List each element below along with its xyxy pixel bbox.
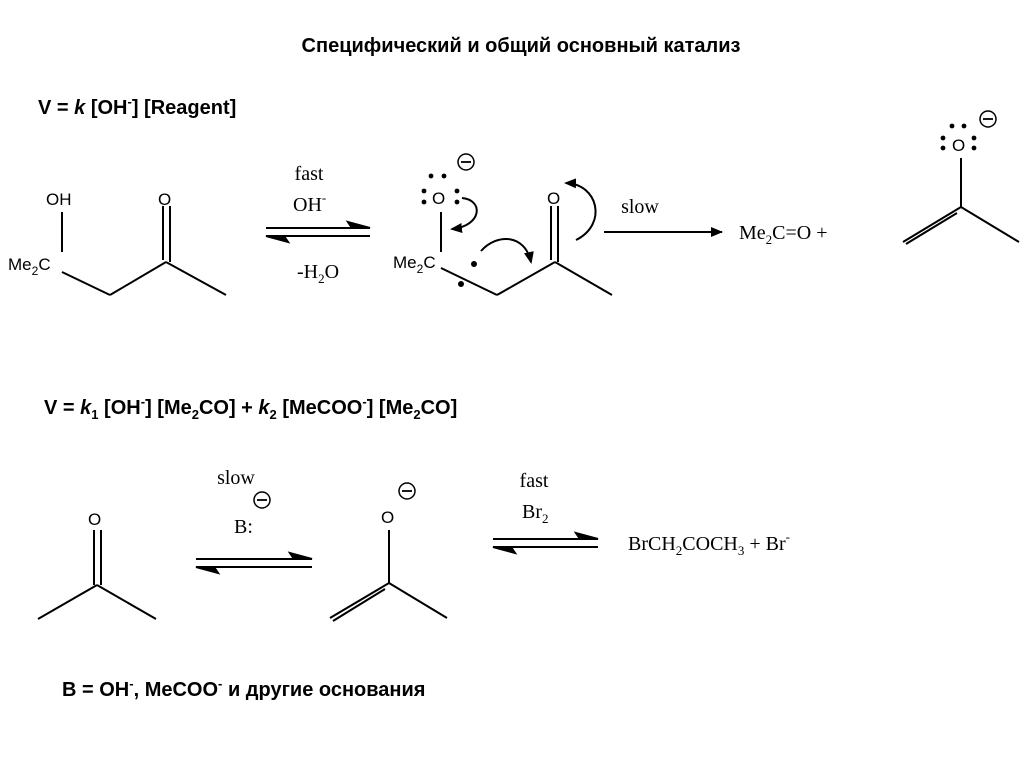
scheme2-fast-label: fast bbox=[520, 470, 549, 492]
rate-law-specific: V = k [OH-] [Reagent] bbox=[38, 94, 236, 119]
alkoxide-o-label: O bbox=[432, 189, 445, 208]
radical-dot-2 bbox=[458, 281, 464, 287]
alkoxide-lone-pairs bbox=[421, 173, 460, 205]
acetone-o-label: O bbox=[88, 510, 101, 529]
scheme2-enolate-charge-icon bbox=[398, 482, 416, 500]
intermediate-me2c-label: Me2C bbox=[393, 253, 436, 276]
scheme1-equilibrium-arrow bbox=[265, 220, 371, 244]
scheme1-enolate-product bbox=[902, 158, 1020, 245]
scheme2-base-label: B: bbox=[234, 516, 253, 538]
radical-dot-1 bbox=[471, 261, 477, 267]
scheme1-reactant bbox=[61, 206, 227, 296]
electron-push-arrows bbox=[450, 178, 597, 264]
scheme1-fast-label: fast bbox=[295, 163, 324, 185]
scheme1-slow-label: slow bbox=[621, 196, 659, 218]
scheme2-equilibrium-arrow-1 bbox=[195, 551, 313, 575]
intermediate-ketone-o: O bbox=[547, 189, 560, 208]
scheme2-br2-label: Br2 bbox=[522, 501, 549, 526]
reactant-oh-label: OH bbox=[46, 190, 72, 209]
scheme2-product-formula: BrCH2COCH3 + Br- bbox=[628, 529, 790, 558]
scheme2-equilibrium-arrow-2 bbox=[492, 531, 599, 555]
scheme1-oh-reagent: OH- bbox=[293, 190, 326, 216]
slide-title: Специфический и общий основный катализ bbox=[302, 35, 741, 57]
product-acetone-formula: Me2C=O + bbox=[739, 222, 828, 247]
enolate-charge-icon bbox=[979, 110, 997, 128]
reactant-o-label: O bbox=[158, 190, 171, 209]
scheme2-slow-label: slow bbox=[217, 467, 255, 489]
enolate-o-label: O bbox=[952, 136, 965, 155]
scheme2-enolate bbox=[329, 530, 448, 622]
alkoxide-charge-icon bbox=[457, 153, 475, 171]
base-charge-icon bbox=[253, 491, 271, 509]
rate-law-general: V = k1 [OH-] [Me2CO] + k2 [MeCOO-] [Me2C… bbox=[44, 394, 457, 422]
scheme2-acetone bbox=[37, 530, 157, 620]
reactant-me2c-label: Me2C bbox=[8, 255, 51, 278]
scheme1-alkoxide-intermediate bbox=[440, 206, 613, 296]
scheme1-minus-water: -H2O bbox=[297, 261, 339, 286]
scheme2-enolate-o-label: O bbox=[381, 508, 394, 527]
base-definition: B = OH-, MeCOO- и другие основания bbox=[62, 676, 425, 701]
enolate-lone-pairs bbox=[940, 123, 977, 151]
